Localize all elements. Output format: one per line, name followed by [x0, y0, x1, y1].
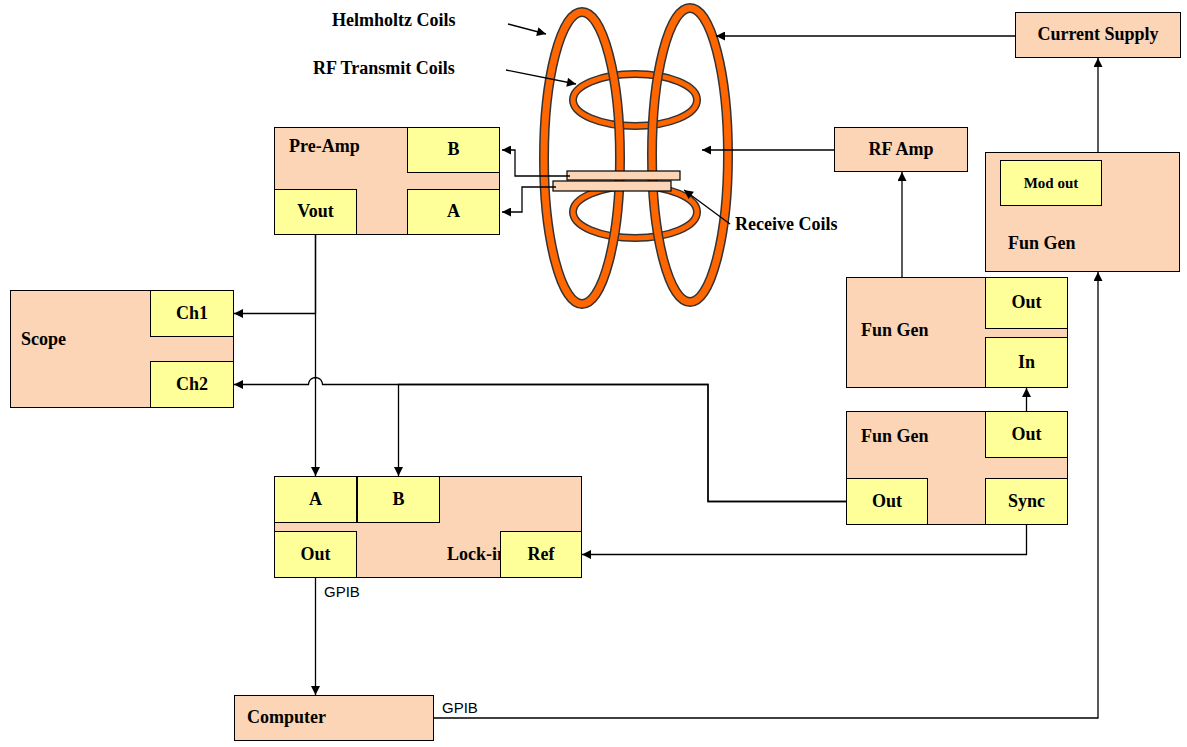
port-box: Out: [985, 411, 1068, 458]
instrument-name: Scope: [21, 329, 66, 351]
signal-connector: [582, 525, 1027, 555]
rf-transmit-coil: [573, 74, 697, 238]
instrument-name: Lock-in: [447, 544, 507, 566]
port-box: Out: [985, 277, 1068, 329]
port-box: In: [985, 337, 1068, 388]
port-box: A: [274, 476, 357, 523]
port-box: B: [407, 127, 500, 173]
part-label: RF Transmit Coils: [313, 58, 455, 80]
port-name: Sync: [1008, 491, 1045, 513]
instrument-box: Computer: [234, 695, 434, 741]
part-label: Receive Coils: [735, 214, 837, 236]
port-name: Computer: [247, 707, 326, 729]
port-box: Out: [846, 478, 928, 525]
port-box: B: [357, 476, 440, 523]
port-box: Out: [274, 531, 357, 578]
bus-label: GPIB: [322, 584, 362, 601]
bus-label: GPIB: [440, 700, 480, 717]
instrument-name: Fun Gen: [861, 426, 929, 448]
port-name: Ch1: [176, 303, 208, 325]
port-box: Vout: [274, 189, 357, 235]
instrument-box: Fun Gen OutIn: [846, 277, 1068, 388]
port-name: Out: [1011, 292, 1041, 314]
instrument-box: Lock-in A B Out Ref: [274, 476, 582, 578]
receive-coil: [553, 171, 680, 191]
signal-connector: [315, 578, 316, 695]
port-name: In: [1018, 352, 1035, 374]
instrument-name: Fun Gen: [861, 320, 929, 342]
port-box: Ch2: [150, 361, 234, 408]
port-name: RF Amp: [869, 139, 934, 161]
port-box: Mod out: [1000, 160, 1102, 206]
signal-wire: [502, 24, 1015, 224]
port-box: Ref: [500, 531, 582, 578]
port-name: Out: [300, 544, 330, 566]
port-name: Vout: [297, 201, 333, 223]
instrument-box: RF Amp: [834, 127, 968, 172]
port-name: Mod out: [1024, 174, 1079, 192]
signal-connector: [1097, 58, 1098, 152]
port-name: Current Supply: [1037, 24, 1158, 46]
instrument-name: Pre-Amp: [289, 136, 360, 158]
port-box: Ch1: [150, 290, 234, 337]
signal-connector: [901, 172, 902, 277]
instrument-box: Current Supply: [1015, 12, 1181, 58]
signal-connector: [315, 235, 316, 476]
signal-connector: [1026, 388, 1027, 411]
port-name: B: [392, 489, 404, 511]
port-name: A: [447, 201, 460, 223]
part-label: Helmholtz Coils: [332, 10, 456, 32]
instrument-name: Fun Gen: [1008, 233, 1076, 255]
port-name: B: [447, 139, 459, 161]
instrument-box: Fun GenOutOutSync: [846, 411, 1068, 525]
instrument-box: Pre-Amp B Vout A: [274, 127, 500, 235]
port-name: Ch2: [176, 374, 208, 396]
port-name: Ref: [528, 544, 555, 566]
port-name: A: [309, 489, 322, 511]
port-box: A: [407, 189, 500, 235]
port-name: Out: [872, 491, 902, 513]
instrument-box: Scope Ch1Ch2: [10, 290, 234, 408]
instrument-box: Fun Gen Mod out: [985, 152, 1180, 272]
port-name: Out: [1011, 424, 1041, 446]
helmholtz-coil: [544, 8, 728, 304]
port-box: Sync: [985, 478, 1068, 525]
signal-connector: [234, 235, 316, 314]
